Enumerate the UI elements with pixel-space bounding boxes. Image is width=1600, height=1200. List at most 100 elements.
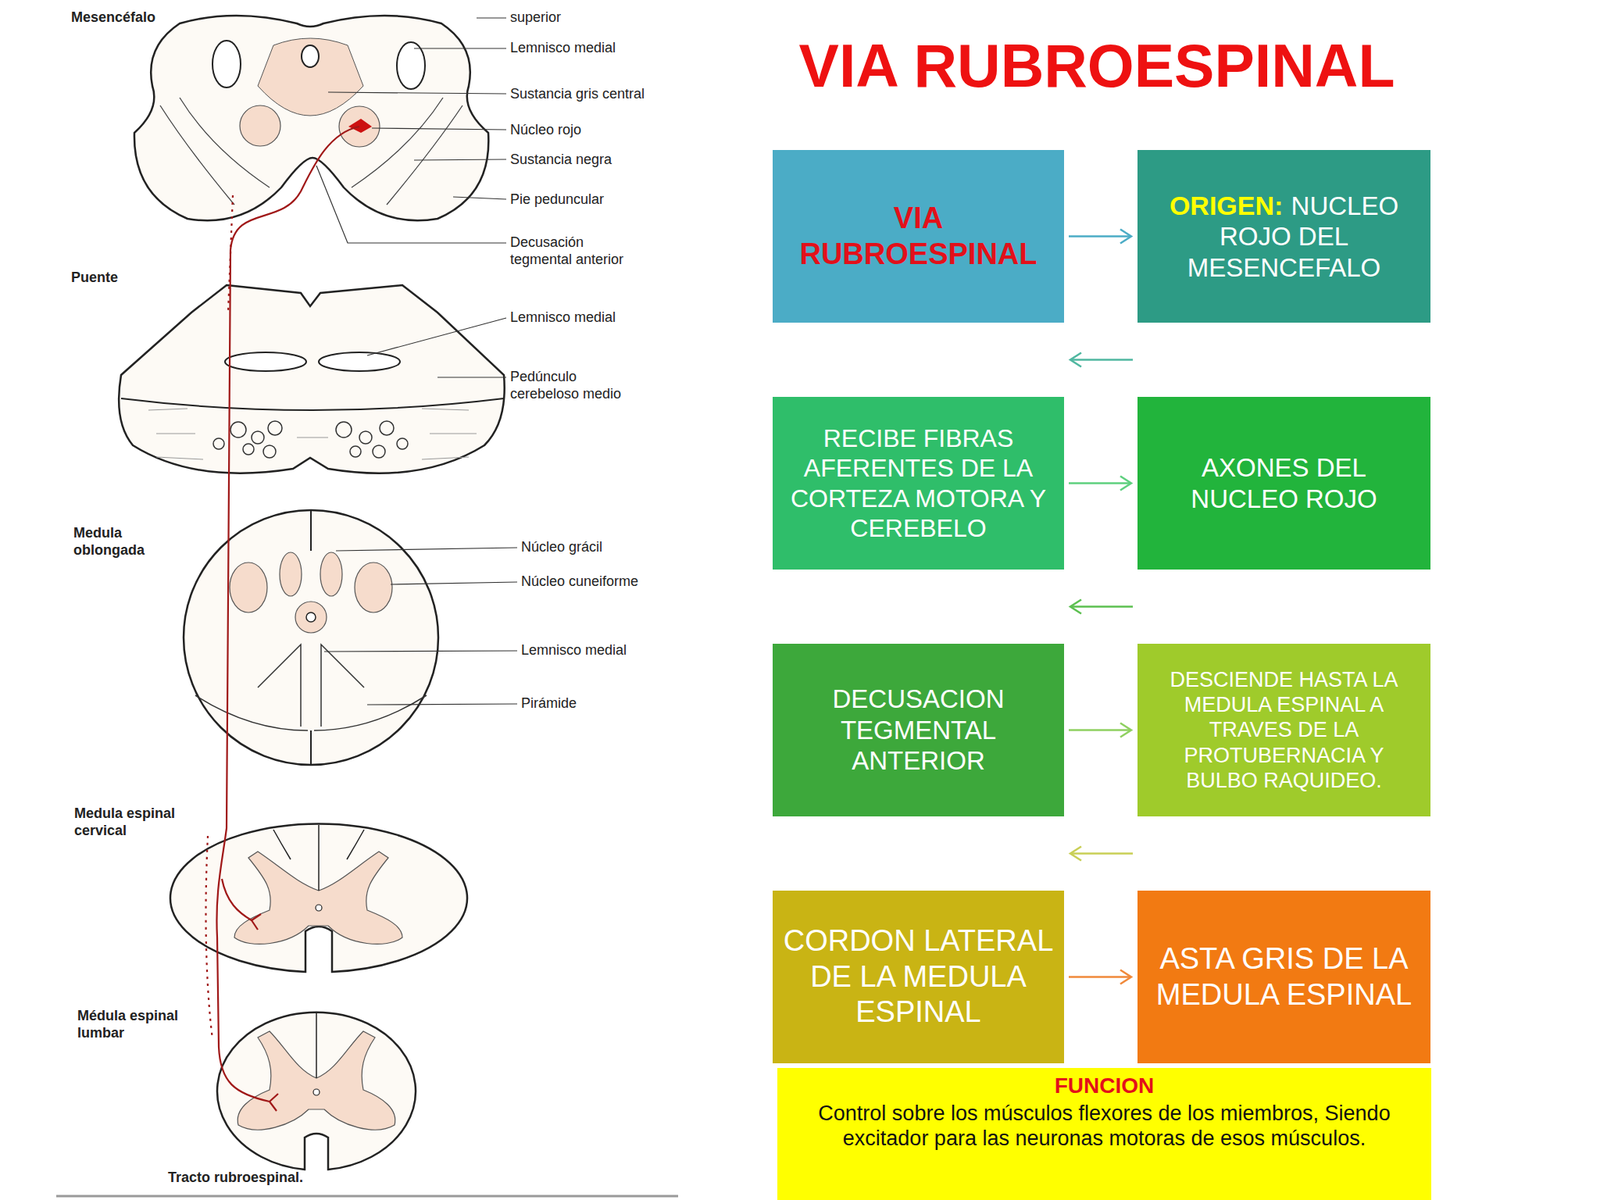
text-line: ORIGEN:NUCLEO ROJO DEL MESENCEFALO [1146, 189, 1422, 284]
posterior-median-sulcus [310, 510, 312, 551]
box-heading: ORIGEN: [1169, 190, 1283, 221]
leader-line [437, 376, 507, 378]
structure-label: Decusación tegmental anterior [510, 234, 643, 268]
striation [421, 408, 469, 411]
structure-label: Núcleo cuneiforme [521, 573, 678, 591]
box-text: Control sobre los músculos flexores de l… [808, 1100, 1400, 1152]
pons-section [118, 285, 505, 474]
pyramid [195, 695, 427, 731]
cuneate-nucleus [229, 562, 268, 613]
connector-line [1070, 358, 1133, 361]
fiber-bundle [396, 438, 408, 450]
structure-label: Lemnisco medial [510, 309, 667, 327]
process-box: VIA RUBROESPINAL [772, 150, 1065, 323]
leader-line [335, 547, 518, 551]
function-box: FUNCIONControl sobre los músculos flexor… [777, 1067, 1432, 1200]
leader-line [316, 165, 507, 243]
pontine-fibers [213, 421, 408, 458]
cuneate-nucleus [354, 562, 393, 613]
midbrain-section [134, 15, 489, 221]
section-label: Puente [71, 269, 189, 287]
fiber-bundle [372, 445, 386, 458]
central-canal [315, 904, 322, 911]
red-nucleus-marker [348, 118, 372, 133]
fiber-bundle [263, 445, 276, 458]
medial-lemniscus [318, 352, 400, 372]
fiber-bundle [379, 421, 394, 436]
box-text: DECUSACION TEGMENTAL ANTERIOR [782, 683, 1055, 777]
fiber-bundle [251, 431, 265, 444]
fiber-bundle [242, 443, 254, 455]
box-text: CORDON LATERAL DE LA MEDULA ESPINAL [782, 923, 1055, 1031]
medulla-section [183, 510, 439, 765]
fiber-bundle [213, 438, 225, 450]
leader-line [390, 582, 518, 585]
arrow-head [1070, 353, 1082, 368]
process-box: ASTA GRIS DE LA MEDULA ESPINAL [1137, 890, 1431, 1064]
central-gray [257, 38, 364, 116]
connector-line [1068, 975, 1132, 979]
bottom-rule [56, 1195, 679, 1198]
connector-line [1068, 482, 1132, 485]
arrow-head [1120, 970, 1132, 985]
medial-lemniscus [225, 352, 307, 372]
leader-line [453, 196, 507, 200]
connector [1068, 229, 1132, 244]
box-text: VIA RUBROESPINAL [782, 200, 1055, 272]
arrow-head [1120, 229, 1132, 244]
medial-lemniscus [212, 40, 241, 88]
pons-boundary [121, 398, 504, 411]
connector [1068, 476, 1132, 491]
substantia-nigra [351, 97, 443, 188]
section-label: Médula espinal lumbar [77, 1007, 203, 1042]
structure-label: Sustancia negra [510, 151, 667, 169]
medial-lemniscus [257, 644, 365, 727]
substantia-nigra [160, 105, 235, 205]
structure-label: Pedúnculo cerebeloso medio [510, 368, 647, 403]
connector-line [1070, 605, 1133, 608]
striation [421, 457, 469, 460]
striation [429, 433, 477, 435]
structure-label: Pirámide [521, 695, 678, 713]
process-box: DESCIENDE HASTA LA MEDULA ESPINAL A TRAV… [1137, 643, 1431, 817]
leader-line [414, 159, 507, 161]
aqueduct [301, 45, 319, 68]
process-box: DECUSACION TEGMENTAL ANTERIOR [772, 643, 1065, 817]
lumbar-cord-section [217, 1012, 416, 1170]
arrow-head [1070, 846, 1082, 861]
section-label: Medula oblongada [73, 525, 168, 559]
connector [1070, 846, 1133, 861]
leader-line [371, 128, 507, 130]
box-text: DESCIENDE HASTA LA MEDULA ESPINAL A TRAV… [1146, 667, 1422, 794]
red-nucleus [239, 105, 281, 147]
fiber-bundle [267, 421, 283, 436]
diagram-title: VIA RUBROESPINAL [765, 34, 1429, 98]
arrow-head [1120, 476, 1132, 491]
structure-label: Lemnisco medial [510, 39, 667, 58]
striation [148, 408, 188, 411]
connector-line [1070, 852, 1133, 855]
tract-terminal [221, 878, 279, 1111]
leader-line [367, 703, 518, 705]
gracile-nucleus [320, 552, 343, 597]
substantia-nigra [386, 105, 463, 205]
process-box: CORDON LATERAL DE LA MEDULA ESPINAL [772, 890, 1065, 1064]
fiber-bundle [230, 421, 247, 438]
dotted-tract [206, 195, 233, 1040]
section-label: Medula espinal cervical [74, 805, 200, 840]
leader-line [367, 317, 507, 356]
striation [156, 457, 204, 460]
anterior-median-fissure [310, 730, 312, 765]
medial-lemniscus [396, 42, 425, 90]
box-text: RECIBE FIBRAS AFERENTES DE LA CORTEZA MO… [782, 423, 1055, 544]
dorsal-septum [273, 825, 365, 891]
box-heading: FUNCION [1054, 1072, 1155, 1100]
section-label: Mesencéfalo [71, 9, 228, 27]
central-canal [306, 612, 316, 622]
connector-line [1068, 728, 1132, 732]
structure-label: superior [510, 9, 667, 27]
fiber-bundle [335, 421, 352, 438]
connector [1068, 970, 1132, 985]
